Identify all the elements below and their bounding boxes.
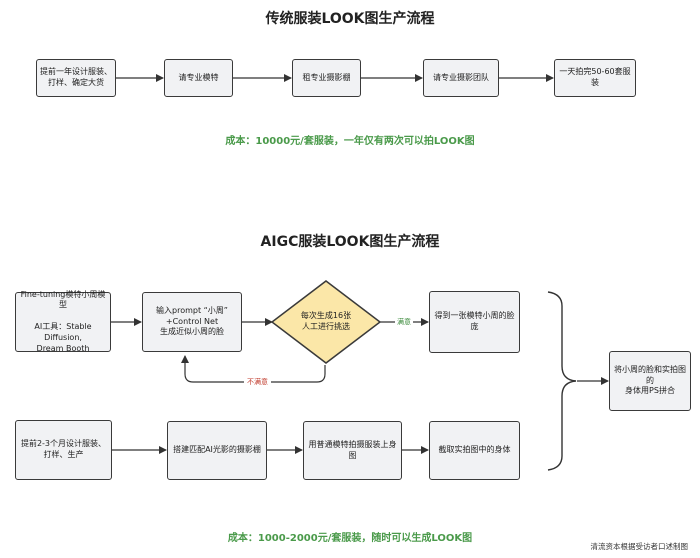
traditional-flow-title: 传统服装LOOK图生产流程: [265, 11, 435, 27]
aigc-model-box: Fine-tuning模特小周模型 AI工具：Stable Diffusion,…: [15, 290, 111, 353]
unsatisfied-label: 不满意: [244, 377, 271, 387]
trad-step-team: 请专业摄影团队: [423, 59, 499, 97]
aigc-body-box: 截取实拍图中的身体: [429, 421, 520, 480]
trad-step-design: 提前一年设计服装、 打样、确定大货: [36, 59, 116, 97]
traditional-cost: 成本：10000元/套服装，一年仅有两次可以拍LOOK图: [225, 136, 475, 147]
aigc-design-box: 提前2-3个月设计服装、 打样、生产: [15, 420, 112, 480]
trad-step-studio: 租专业摄影棚: [292, 59, 361, 97]
aigc-flow-title: AIGC服装LOOK图生产流程: [260, 234, 440, 250]
merge-brace: [547, 291, 577, 471]
source-footnote: 清流资本根据受访者口述制图: [590, 542, 689, 551]
aigc-prompt-box: 输入prompt “小周” +Control Net 生成近似小周的脸: [142, 292, 242, 352]
decision-text: 每次生成16张 人工进行挑选: [300, 311, 352, 332]
trad-step-model: 请专业模特: [164, 59, 233, 97]
aigc-shoot-box: 用普通模特拍摄服装上身图: [303, 421, 402, 480]
aigc-face-box: 得到一张模特小周的脸庞: [429, 291, 520, 353]
aigc-merge-box: 将小周的脸和实拍图的 身体用PS拼合: [609, 351, 691, 411]
decision-diamond: [270, 280, 382, 364]
aigc-studio-box: 搭建匹配AI光影的摄影棚: [167, 421, 267, 480]
aigc-cost: 成本：1000-2000元/套服装，随时可以生成LOOK图: [227, 533, 473, 544]
satisfied-label: 满意: [395, 317, 413, 327]
trad-step-shoot: 一天拍完50-60套服装: [554, 59, 636, 97]
